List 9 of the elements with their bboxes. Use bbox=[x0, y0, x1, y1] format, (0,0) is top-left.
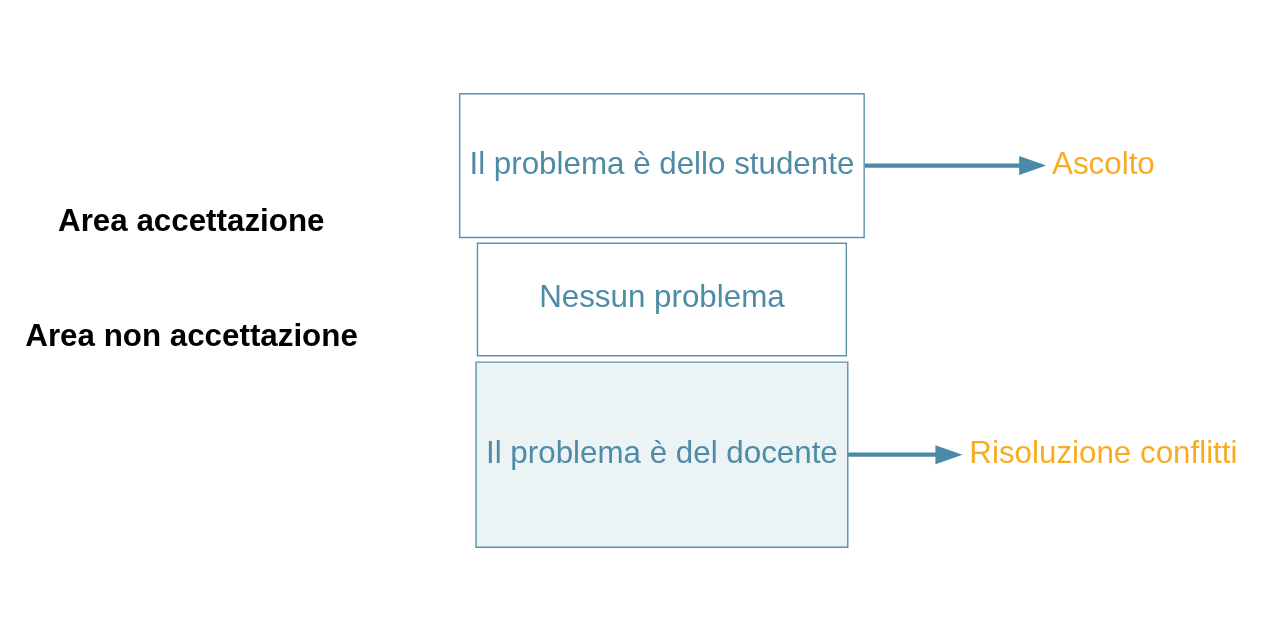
node-text: Ascolto bbox=[1052, 145, 1155, 181]
label: Area non accettazione bbox=[25, 317, 358, 353]
node-box: Nessun problema bbox=[476, 242, 848, 356]
label: Area accettazione bbox=[58, 202, 325, 238]
arrow bbox=[864, 155, 1047, 175]
arrow bbox=[848, 444, 963, 464]
node-box: Il problema è del docente bbox=[475, 360, 849, 548]
node-box: Il problema è dello studente bbox=[458, 92, 865, 238]
node-text: Risoluzione conflitti bbox=[969, 434, 1238, 470]
